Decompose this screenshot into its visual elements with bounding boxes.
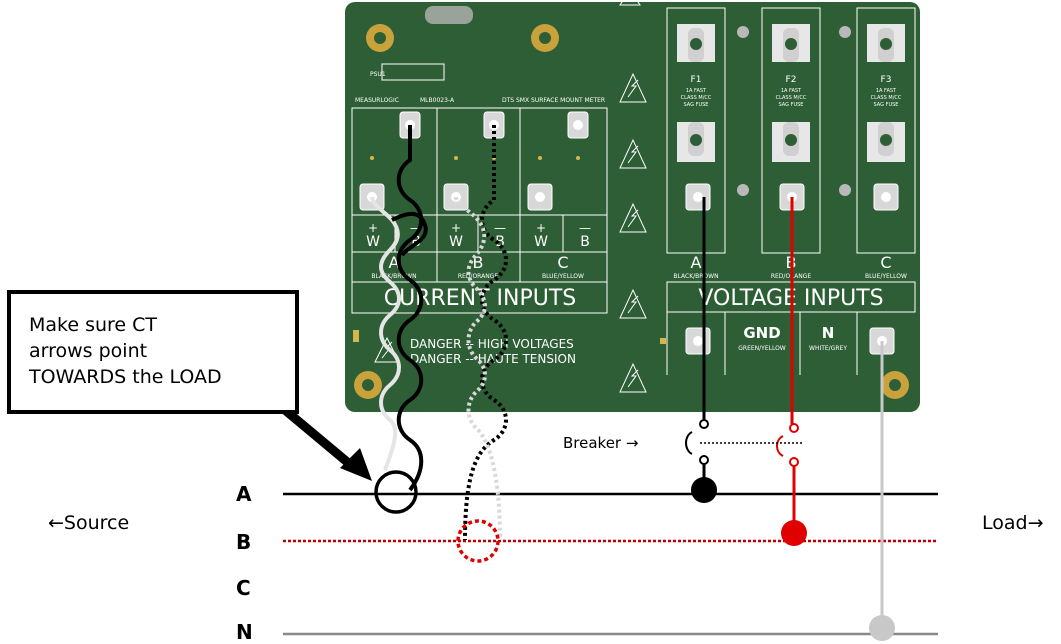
svg-text:C: C (557, 253, 568, 272)
fuse-f2: F2 1A FAST CLASS M/CC SAG FUSE (772, 24, 810, 162)
svg-text:+: + (536, 221, 546, 235)
callout-line: TOWARDS the LOAD (29, 366, 222, 388)
svg-text:B: B (580, 234, 590, 250)
svg-text:SAG FUSE: SAG FUSE (874, 102, 899, 108)
svg-text:BLACK/BROWN: BLACK/BROWN (673, 273, 718, 280)
svg-text:W: W (449, 234, 463, 250)
ct-a-coil (374, 470, 418, 514)
svg-text:A: A (389, 253, 400, 272)
callout-arrow (282, 406, 372, 481)
fuse-f1: F1 1A FAST CLASS M/CC SAG FUSE (677, 24, 715, 162)
svg-text:C: C (880, 253, 891, 272)
phase-c-label: C (236, 576, 251, 600)
source-label: ←Source (48, 512, 130, 534)
svg-text:CLASS M/CC: CLASS M/CC (681, 95, 712, 101)
brand-label: MEASURLOGIC (355, 97, 399, 104)
svg-text:A: A (691, 253, 702, 272)
pcb-dot (839, 184, 851, 196)
svg-text:+: + (368, 221, 378, 235)
danger-fr-label: DANGER -- HAUTE TENSION (410, 352, 576, 366)
breaker-label: Breaker → (563, 434, 639, 452)
phase-a-label: A (236, 482, 252, 506)
danger-en-label: DANGER -- HIGH VOLTAGES (410, 337, 574, 351)
svg-text:RED/ORANGE: RED/ORANGE (458, 273, 498, 280)
n-label: N (822, 324, 835, 342)
pcb-dot (737, 26, 749, 38)
gnd-label: GND (743, 324, 780, 342)
ct-col-c: + W — B C BLUE/YELLOW (534, 221, 591, 280)
svg-text:F1: F1 (691, 75, 702, 85)
svg-text:1A FAST: 1A FAST (781, 88, 802, 94)
svg-text:B: B (495, 234, 505, 250)
svg-text:BLUE/YELLOW: BLUE/YELLOW (865, 273, 907, 280)
svg-text:—: — (494, 221, 506, 235)
mounting-hole (366, 24, 394, 52)
neutral-label: N (236, 620, 253, 644)
ct-col-b: + W — B B RED/ORANGE (449, 221, 506, 280)
svg-text:F3: F3 (881, 75, 892, 85)
mounting-hole (881, 371, 909, 399)
model-label: DTS SMX SURFACE MOUNT METER (502, 97, 605, 104)
current-inputs-label: CURRENT INPUTS (384, 286, 577, 311)
svg-text:+: + (451, 221, 461, 235)
warning-icon (374, 0, 647, 393)
test-point (660, 338, 666, 344)
svg-text:CLASS M/CC: CLASS M/CC (871, 95, 902, 101)
svg-text:BLUE/YELLOW: BLUE/YELLOW (542, 273, 584, 280)
mounting-hole (531, 24, 559, 52)
gnd-colors-label: GREEN/YELLOW (738, 345, 786, 352)
callout-line: arrows point (29, 340, 148, 362)
mounting-hole (354, 371, 382, 399)
ct-b-wires (454, 125, 508, 541)
n-colors-label: WHITE/GREY (809, 345, 847, 352)
svg-text:SAG FUSE: SAG FUSE (684, 102, 709, 108)
test-point (353, 330, 359, 342)
callout-line: Make sure CT (29, 314, 158, 336)
svg-text:W: W (534, 234, 548, 250)
svg-text:1A FAST: 1A FAST (876, 88, 897, 94)
meter-board: PSU1 MEASURLOGIC MLB0023-A DTS SMX SURFA… (345, 0, 920, 412)
ct-b-coil (456, 519, 500, 563)
ct-a-wires (370, 125, 428, 492)
svg-text:SAG FUSE: SAG FUSE (779, 102, 804, 108)
phase-b-label: B (236, 530, 252, 554)
voltage-tap-n (869, 341, 895, 641)
ct-direction-callout: Make sure CT arrows point TOWARDS the LO… (7, 290, 299, 414)
svg-text:1A FAST: 1A FAST (686, 88, 707, 94)
psu-label: PSU1 (370, 71, 386, 78)
svg-text:BLACK/BROWN: BLACK/BROWN (371, 273, 416, 280)
pcb-dot (839, 26, 851, 38)
pcb-slot (425, 6, 473, 24)
svg-text:W: W (366, 234, 380, 250)
pcb-id-label: MLB0023-A (420, 97, 455, 104)
svg-text:—: — (579, 221, 591, 235)
svg-text:F2: F2 (786, 75, 797, 85)
pcb-dot (737, 184, 749, 196)
voltage-tap-b (776, 197, 807, 546)
fuse-f3: F3 1A FAST CLASS M/CC SAG FUSE (867, 24, 905, 162)
svg-text:CLASS M/CC: CLASS M/CC (776, 95, 807, 101)
load-label: Load→ (982, 512, 1044, 534)
pcb-background (345, 2, 920, 412)
voltage-tap-a (685, 197, 717, 503)
svg-text:B: B (473, 253, 484, 272)
